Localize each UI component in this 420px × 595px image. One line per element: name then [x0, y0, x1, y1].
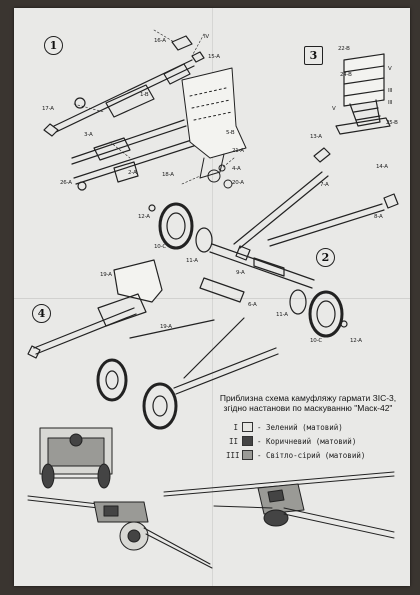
part-label: 18-A [162, 172, 174, 178]
part-label: 5-B [226, 130, 235, 136]
part-label: 2-A [128, 170, 137, 176]
color-swatch [242, 422, 253, 432]
fold-line-vertical [212, 8, 213, 586]
part-label: 26-A [60, 180, 72, 186]
part-label: 19-A [160, 324, 172, 330]
part-label: 24-B [340, 72, 352, 78]
part-label: 6-A [248, 302, 257, 308]
part-label: 19-A [100, 272, 112, 278]
camouflage-caption: Приблизна схема камуфляжу гармати ЗІС-3,… [210, 393, 406, 413]
legend-numeral: III [226, 450, 240, 460]
part-label: 3-A [84, 132, 93, 138]
color-swatch [242, 450, 253, 460]
camo-front-view [39, 427, 113, 489]
part-label: 22-B [338, 46, 350, 52]
assembly-drawing [27, 29, 399, 569]
legend-numeral: I [233, 422, 238, 432]
wheel-drawing-right [289, 289, 348, 338]
step-number: 4 [32, 304, 51, 323]
part-label: 21-A [232, 148, 244, 154]
step-number: 2 [316, 248, 335, 267]
part-label: 4-A [232, 166, 241, 172]
part-label: IV [204, 34, 209, 40]
camo-side-view-left [27, 495, 213, 569]
leader-lines-step1 [73, 29, 235, 185]
camouflage-title-line2: згідно настанови по маскуванню "Маск-42" [223, 403, 393, 413]
camo-side-view-right [163, 471, 395, 539]
trails-drawing [199, 147, 399, 303]
step-number: 1 [44, 36, 63, 55]
legend-label: - Зелений (матовий) [257, 422, 343, 432]
part-label: 7-A [320, 182, 329, 188]
part-label: 17-A [42, 106, 54, 112]
part-label: 11-A [276, 312, 288, 318]
legend-label: - Коричневий (матовий) [257, 436, 357, 446]
part-label: III [388, 100, 393, 106]
part-label: 10-C [310, 338, 323, 344]
legend-row-brown: II - Коричневий (матовий) [226, 436, 356, 446]
part-label: 20-A [232, 180, 244, 186]
part-label: V [388, 66, 392, 72]
wheel-drawing-left [148, 202, 213, 253]
part-label: 10-C [154, 244, 167, 250]
part-label: V [332, 106, 336, 112]
shield-drawing [181, 67, 247, 189]
legend-label: - Світло-сірий (матовий) [257, 450, 366, 460]
part-label: 15-A [208, 54, 220, 60]
part-label: 12-A [138, 214, 150, 220]
camouflage-title-line1: Приблизна схема камуфляжу гармати ЗІС-3, [219, 393, 397, 403]
legend-numeral: II [228, 436, 238, 446]
instruction-sheet: 1 3 2 4 16-A IV 15-A 17-A 1-B 3-A 2-A 26… [14, 8, 410, 586]
part-label: 25-B [386, 120, 398, 126]
color-swatch [242, 436, 253, 446]
barrel-assembly-drawing [43, 35, 207, 191]
final-assembly-drawing [27, 259, 279, 430]
part-label: III [388, 88, 393, 94]
legend-row-green: I - Зелений (матовий) [226, 422, 343, 432]
part-label: 12-A [350, 338, 362, 344]
part-label: 13-A [310, 134, 322, 140]
part-label: 14-A [376, 164, 388, 170]
part-label: 9-A [236, 270, 245, 276]
trail-spade-detail [335, 53, 391, 135]
part-label: 11-A [186, 258, 198, 264]
legend-row-light-grey: III - Світло-сірий (матовий) [226, 450, 365, 460]
part-label: 1-B [140, 92, 149, 98]
step-number: 3 [304, 46, 323, 65]
part-label: 16-A [154, 38, 166, 44]
fold-line-horizontal [14, 298, 410, 299]
part-label: 8-A [374, 214, 383, 220]
